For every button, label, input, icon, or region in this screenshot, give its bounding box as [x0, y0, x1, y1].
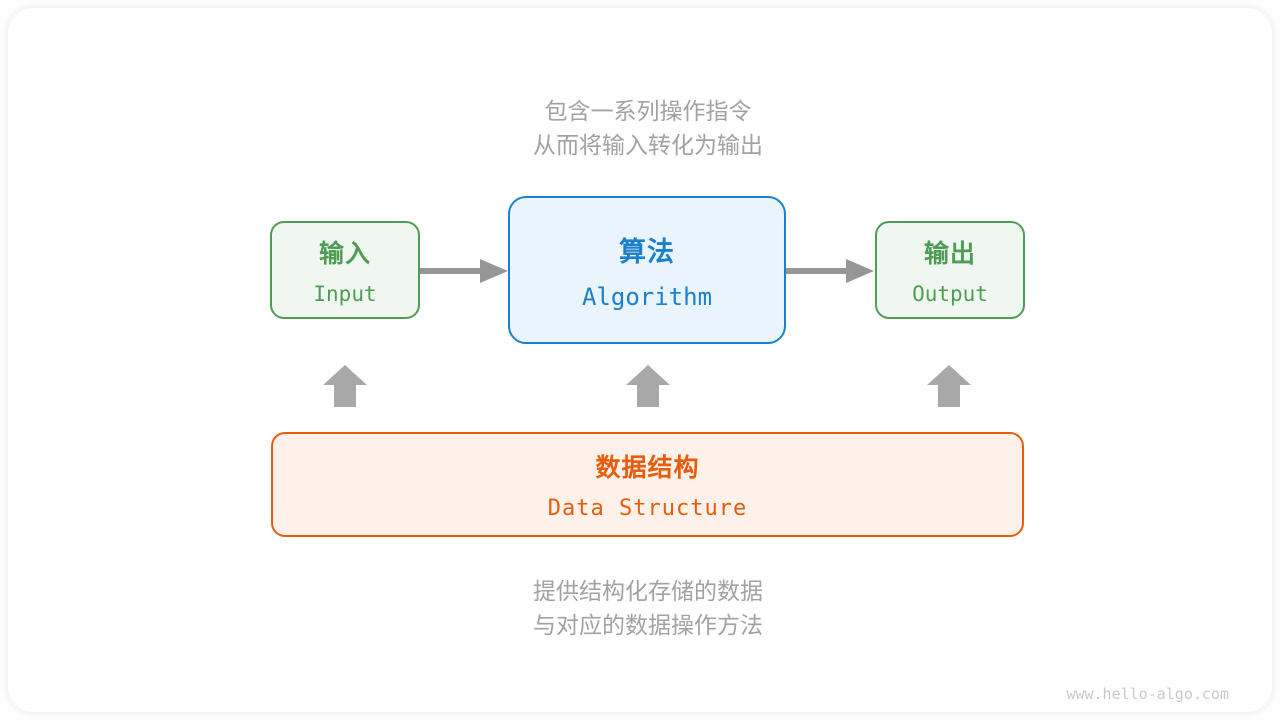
algorithm-node-title: 算法: [619, 236, 675, 267]
output-node-subtitle: Output: [912, 282, 988, 306]
algorithm-node: 算法 Algorithm: [508, 196, 786, 344]
data-structure-node: 数据结构 Data Structure: [271, 432, 1024, 537]
output-node-title: 输出: [923, 240, 976, 268]
data-structure-node-subtitle: Data Structure: [547, 496, 748, 521]
data-structure-note: 提供结构化存储的数据 与对应的数据操作方法: [8, 574, 1280, 642]
arrow-right-icon: [420, 259, 508, 283]
data-structure-note-line1: 提供结构化存储的数据: [533, 578, 763, 604]
block-arrow-up-icon: [323, 365, 367, 407]
algorithm-note: 包含一系列操作指令 从而将输入转化为输出: [8, 94, 1280, 162]
watermark: www.hello-algo.com: [1066, 685, 1229, 703]
algorithm-node-subtitle: Algorithm: [581, 282, 713, 311]
block-arrow-up-icon: [626, 365, 670, 407]
block-arrow-up-icon: [927, 365, 971, 407]
data-structure-note-line2: 与对应的数据操作方法: [533, 612, 763, 638]
diagram-card: 包含一系列操作指令 从而将输入转化为输出 输入 Input 算法 Algorit…: [8, 8, 1272, 712]
input-node-title: 输入: [318, 240, 371, 268]
algorithm-note-line1: 包含一系列操作指令: [544, 98, 752, 124]
data-structure-node-title: 数据结构: [595, 454, 700, 482]
arrow-right-icon: [786, 259, 874, 283]
algorithm-note-line2: 从而将输入转化为输出: [533, 132, 763, 158]
output-node: 输出 Output: [875, 221, 1025, 319]
input-node: 输入 Input: [270, 221, 420, 319]
input-node-subtitle: Input: [313, 282, 377, 306]
